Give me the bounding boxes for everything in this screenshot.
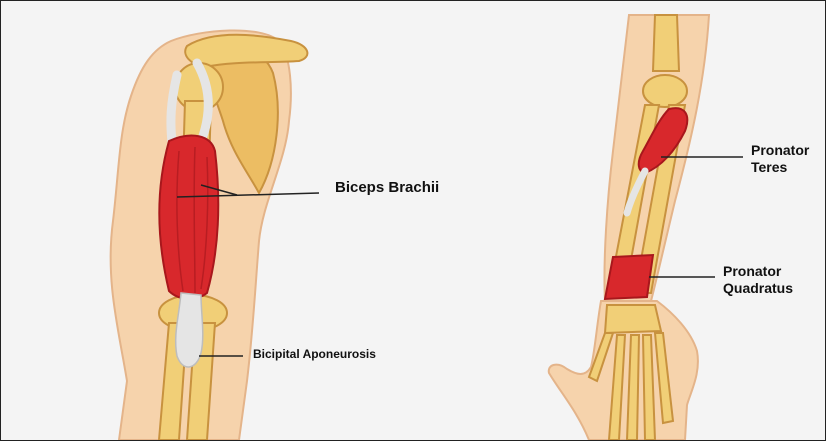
elbow-joint [643, 75, 687, 107]
pronator-quadratus-muscle [605, 255, 653, 299]
bicipital-aponeurosis-label: Bicipital Aponeurosis [253, 347, 376, 361]
upper-arm-illustration [111, 30, 319, 440]
biceps-brachii-muscle [159, 136, 218, 299]
acromion-bone [185, 35, 307, 67]
pronator-quadratus-label: Pronator Quadratus [723, 263, 793, 297]
humerus-distal [653, 15, 679, 71]
carpal-bones [605, 305, 661, 333]
pronator-teres-label: Pronator Teres [751, 142, 809, 176]
forearm-illustration [549, 15, 743, 440]
bicipital-aponeurosis-tendon [176, 293, 203, 367]
biceps-brachii-label: Biceps Brachii [335, 179, 439, 197]
